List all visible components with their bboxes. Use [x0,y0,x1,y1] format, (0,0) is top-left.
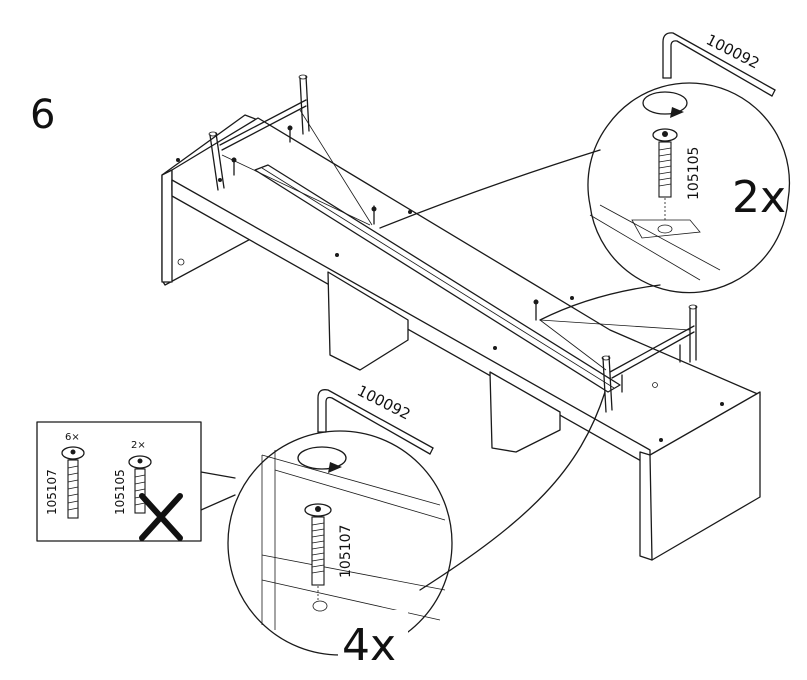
wrong-code-label: 105105 [113,469,127,515]
right-leg-frame [533,299,698,413]
step-number: 6 [30,92,55,138]
wrong-count-label: 2× [131,440,146,451]
left-leg-frame [208,74,377,226]
quantity-label: 2x [732,172,786,223]
callout-top: 100092 105105 2x [379,31,791,321]
screw-105107-icon [61,446,85,519]
quantity-label: 4x [342,620,396,671]
correct-code-label: 105107 [45,469,59,515]
rotate-arrow-icon [642,91,688,118]
screw-code-label: 105107 [338,525,354,578]
parts-box-frame [36,421,202,542]
parts-box: 6× 105107 2× 105105 [36,421,236,542]
middle-leg-right [489,371,561,453]
tool-code-label: 100092 [354,382,413,424]
screw-105105-icon [652,128,678,220]
center-rail [254,164,621,393]
allen-key-icon [662,32,776,97]
allen-key-icon [317,389,434,455]
screw-105107-icon [304,503,332,602]
correct-count-label: 6× [65,432,80,443]
cross-icon [139,493,183,541]
callout-bottom: 100092 105107 4x [227,382,606,671]
screw-code-label: 105105 [686,147,702,200]
rotate-arrow-icon [297,446,347,473]
middle-leg-left [327,271,409,371]
bench-assembly [161,74,761,561]
